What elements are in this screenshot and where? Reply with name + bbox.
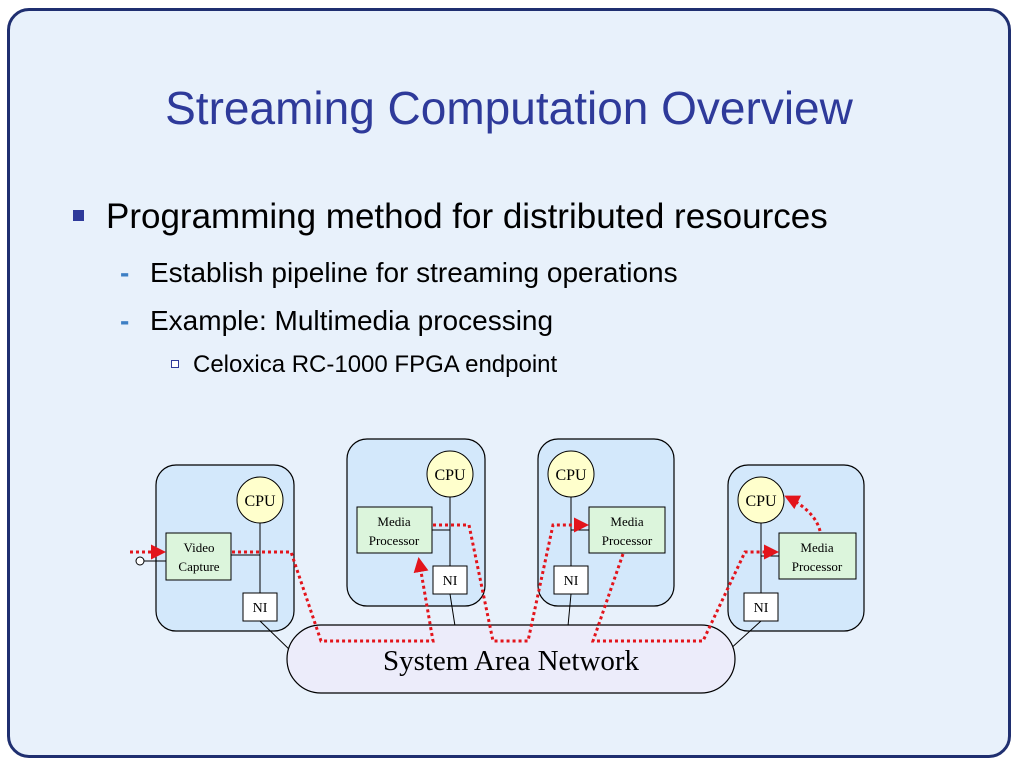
dash-bullet-icon: - (120, 257, 130, 288)
slide: Streaming Computation Overview Programmi… (7, 8, 1011, 758)
device-label-line2: Capture (178, 559, 219, 574)
square-bullet-icon (73, 210, 84, 221)
ni-label: NI (754, 601, 769, 616)
ni-link-line (727, 620, 762, 652)
node-media-processor-4: CPU Media Processor NI (727, 464, 865, 632)
hollow-square-bullet-icon (171, 360, 179, 368)
cpu-label: CPU (555, 467, 587, 484)
device-label-line1: Media (610, 514, 643, 529)
ni-label: NI (443, 574, 458, 589)
device-label-line2: Processor (602, 533, 653, 548)
bullet-text: Establish pipeline for streaming operati… (150, 257, 678, 288)
cpu-label: CPU (745, 493, 777, 510)
device-box (165, 532, 232, 581)
input-port-icon (135, 556, 145, 566)
ni-label: NI (253, 601, 268, 616)
device-label-line1: Media (377, 514, 410, 529)
node-media-processor-3: CPU Media Processor NI (537, 438, 675, 607)
bullet-level2: - Establish pipeline for streaming opera… (120, 257, 678, 289)
stream-path (130, 495, 822, 643)
cpu-circle (236, 476, 284, 524)
dash-bullet-icon: - (120, 305, 130, 336)
ni-box (553, 565, 589, 595)
bullet-level2: - Example: Multimedia processing (120, 305, 554, 337)
device-label-line1: Video (184, 540, 215, 555)
node-media-processor-2: CPU Media Processor NI (346, 438, 486, 607)
device-box (588, 506, 666, 554)
device-label-line2: Processor (792, 559, 843, 574)
ni-box (242, 592, 278, 622)
device-label-line2: Processor (369, 533, 420, 548)
ni-link-line (259, 620, 294, 654)
bullet-text: Example: Multimedia processing (150, 305, 554, 336)
bullet-text: Celoxica RC-1000 FPGA endpoint (193, 351, 558, 378)
cpu-circle (426, 450, 474, 498)
cpu-label: CPU (434, 467, 466, 484)
streaming-diagram: CPU Video Capture NI CPU Media Processor… (130, 438, 865, 694)
ni-box (432, 565, 468, 595)
device-box (356, 506, 433, 554)
cpu-circle (737, 476, 785, 524)
stream-output-arrow (784, 495, 822, 532)
stream-segment-3 (590, 544, 779, 643)
device-label-line1: Media (800, 540, 833, 555)
network-label: System Area Network (383, 645, 640, 677)
ni-link-line (449, 593, 456, 627)
cpu-label: CPU (244, 493, 276, 510)
bullet-level3: Celoxica RC-1000 FPGA endpoint (171, 351, 558, 379)
stream-segment-2 (433, 517, 589, 643)
slide-title: Streaming Computation Overview (165, 82, 853, 134)
bullet-level1: Programming method for distributed resou… (73, 197, 828, 237)
ni-link-line (567, 593, 572, 627)
bullet-text: Programming method for distributed resou… (106, 197, 828, 236)
device-box (778, 532, 857, 580)
stream-segment-1 (232, 550, 435, 643)
node-video-capture: CPU Video Capture NI (155, 464, 295, 632)
ni-label: NI (564, 574, 579, 589)
cpu-circle (547, 450, 595, 498)
